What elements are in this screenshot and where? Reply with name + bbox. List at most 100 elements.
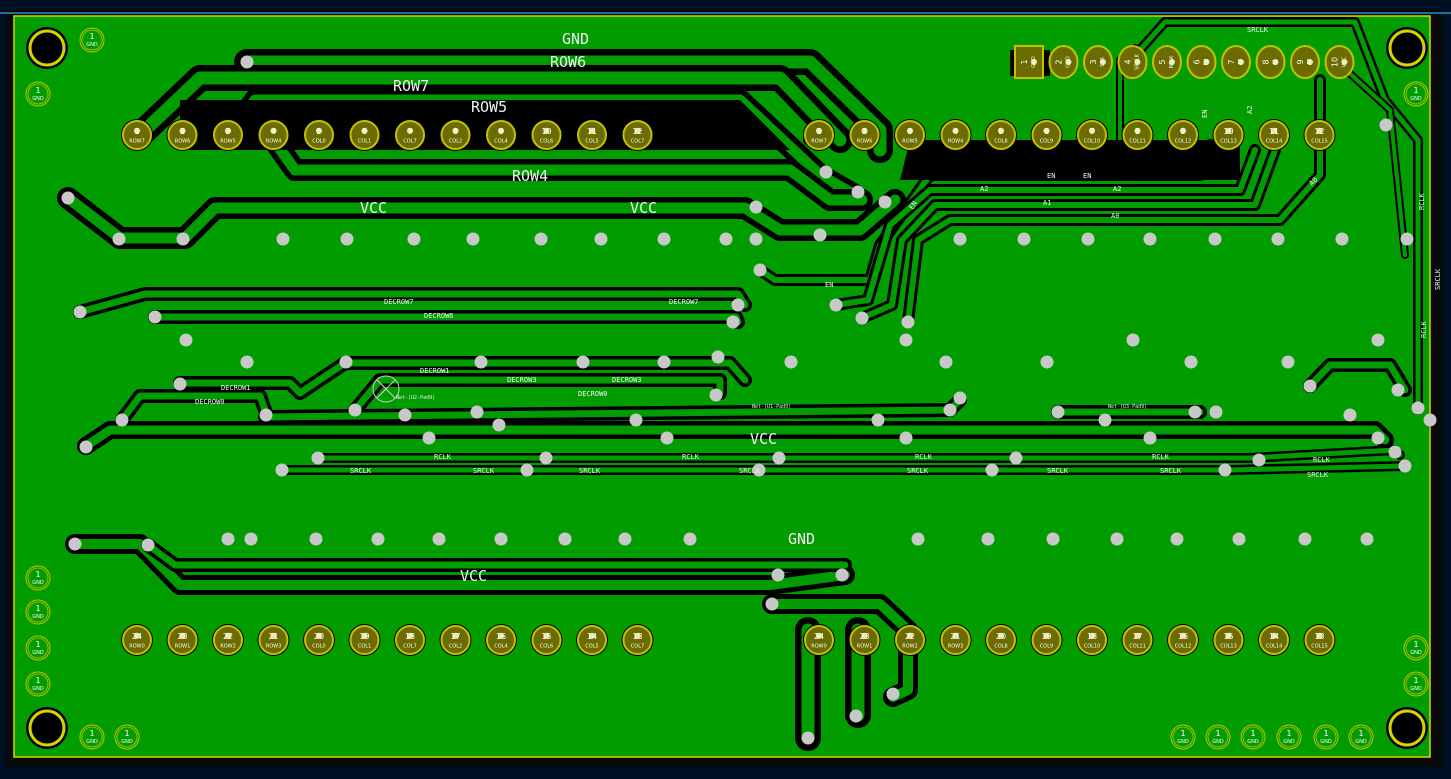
track[interactable] [264, 129, 868, 206]
via[interactable] [1411, 401, 1425, 415]
via[interactable] [470, 405, 484, 419]
via[interactable] [901, 315, 915, 329]
mounting-hole-top-right[interactable] [1386, 27, 1428, 69]
via[interactable] [1126, 333, 1140, 347]
via[interactable] [339, 355, 353, 369]
via[interactable] [819, 165, 833, 179]
via[interactable] [539, 451, 553, 465]
track[interactable] [905, 77, 1323, 325]
via[interactable] [244, 532, 258, 546]
via[interactable] [953, 232, 967, 246]
via[interactable] [855, 311, 869, 325]
via[interactable] [939, 355, 953, 369]
via[interactable] [683, 532, 697, 546]
via[interactable] [981, 532, 995, 546]
via[interactable] [1209, 405, 1223, 419]
via[interactable] [1143, 431, 1157, 445]
via[interactable] [657, 232, 671, 246]
track[interactable] [144, 541, 849, 569]
track[interactable] [833, 147, 1258, 308]
via[interactable] [1252, 453, 1266, 467]
via[interactable] [432, 532, 446, 546]
via[interactable] [618, 532, 632, 546]
via[interactable] [1271, 232, 1285, 246]
via[interactable] [309, 532, 323, 546]
via[interactable] [1423, 413, 1437, 427]
via[interactable] [1110, 532, 1124, 546]
via[interactable] [835, 568, 849, 582]
via[interactable] [534, 232, 548, 246]
via[interactable] [179, 333, 193, 347]
track[interactable] [70, 539, 850, 590]
via[interactable] [719, 232, 733, 246]
via[interactable] [276, 232, 290, 246]
track[interactable] [1137, 19, 1421, 413]
via[interactable] [494, 532, 508, 546]
via[interactable] [466, 232, 480, 246]
via[interactable] [173, 377, 187, 391]
via[interactable] [1281, 355, 1295, 369]
via[interactable] [1335, 232, 1349, 246]
via[interactable] [629, 413, 643, 427]
via[interactable] [1017, 232, 1031, 246]
via[interactable] [765, 597, 779, 611]
via[interactable] [1298, 532, 1312, 546]
via[interactable] [911, 532, 925, 546]
via[interactable] [348, 403, 362, 417]
via[interactable] [886, 687, 900, 701]
via[interactable] [660, 431, 674, 445]
via[interactable] [784, 355, 798, 369]
via[interactable] [1098, 413, 1112, 427]
via[interactable] [1046, 532, 1060, 546]
mounting-hole-bottom-right[interactable] [1386, 707, 1428, 749]
via[interactable] [726, 315, 740, 329]
via[interactable] [801, 731, 815, 745]
via[interactable] [371, 532, 385, 546]
via[interactable] [1009, 451, 1023, 465]
track[interactable] [62, 192, 901, 244]
track[interactable] [176, 359, 749, 397]
via[interactable] [240, 355, 254, 369]
track[interactable] [76, 290, 749, 316]
via[interactable] [61, 191, 75, 205]
via[interactable] [1188, 405, 1202, 419]
